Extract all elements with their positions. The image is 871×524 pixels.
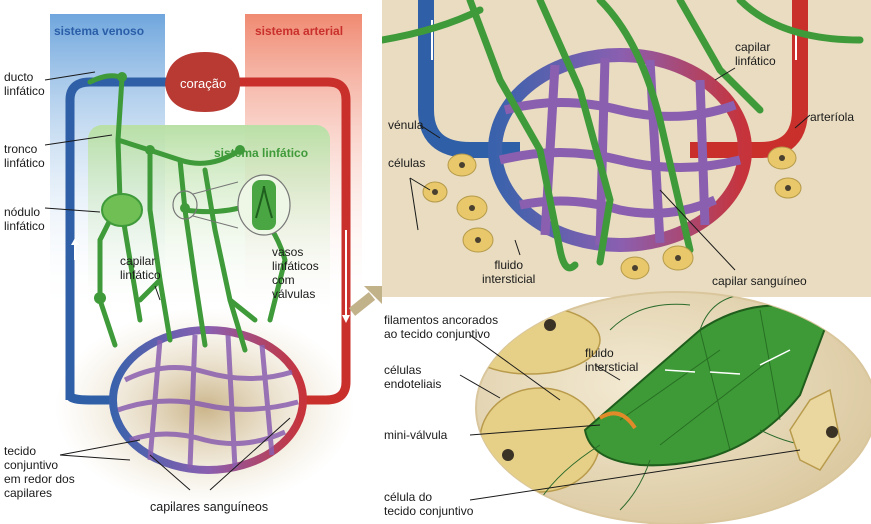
venous-system-header: sistema venoso: [54, 24, 145, 38]
left-panel: [44, 14, 362, 508]
left-leader-lines: [44, 71, 291, 491]
valve-flaps: [255, 185, 273, 219]
valve-zoom-marker: [172, 190, 198, 220]
lower-fluido-label: fluido intersticial: [585, 346, 639, 374]
vasos-label: vasos linfáticos com válvulas: [272, 245, 319, 301]
capilares-label: capilares sanguíneos: [150, 500, 269, 514]
capillary-bed-outline: [109, 326, 307, 474]
valve-vessel: [252, 180, 276, 230]
connective-tissue-cell: [789, 388, 841, 471]
cell-nuclei-upper: [432, 155, 791, 271]
filamentos-label: filamentos ancorados ao tecido conjuntiv…: [384, 313, 499, 341]
heart-shape: [165, 52, 240, 112]
capillary-mesh: [117, 334, 299, 469]
celula-tecido-label: célula do tecido conjuntivo: [384, 490, 474, 518]
lymphatic-vessels: [87, 73, 288, 353]
arterial-system-header: sistema arterial: [255, 24, 344, 38]
nucleus-b: [502, 449, 514, 461]
tronco-label: tronco linfático: [4, 142, 45, 170]
lymph-bulbs: [94, 72, 245, 304]
vein-bottom: [65, 393, 112, 405]
capilar-sanguineo-label: capilar sanguíneo: [712, 274, 807, 288]
upper-right-panel: [382, 0, 871, 297]
lymph-node-shape: [101, 193, 143, 227]
zoom-arrow: [348, 292, 376, 316]
connective-cell-nucleus: [826, 426, 838, 438]
nodulo-label: nódulo linfático: [4, 205, 45, 233]
lymph-capillary-zoom: [583, 304, 832, 467]
lymphatic-system-header: sistema linfático: [214, 146, 309, 160]
arteriola-label: arteríola: [810, 110, 855, 124]
venule-vessel: [418, 0, 520, 158]
lower-right-panel: [459, 291, 871, 524]
celulas-endoteliais-label: células endoteliais: [384, 363, 442, 391]
vein-flow-arrowhead: [71, 238, 79, 245]
lens-content: [476, 294, 841, 511]
lymph-flow-arrows: [664, 349, 791, 375]
venula-label: vénula: [388, 118, 424, 132]
tecido-label: tecido conjuntivo em redor dos capilares: [4, 444, 75, 500]
upper-leader-lines: [409, 67, 811, 271]
nucleus-a: [544, 319, 556, 331]
endothelial-cell-bottom: [479, 387, 601, 493]
lower-leader-lines: [459, 334, 801, 501]
capilar-linfatico-label: capilar linfático: [120, 254, 161, 282]
valve-zoom-lines: [192, 181, 239, 229]
lymph-cell-borders: [619, 309, 781, 451]
ducto-label: ducto linfático: [4, 70, 45, 98]
zoom-arrowhead: [364, 286, 382, 304]
upper-capilar-label: capilar linfático: [735, 40, 776, 68]
mini-valve-arrow: [598, 411, 637, 430]
arteriole-vessel: [690, 0, 808, 158]
heart-label: coração: [180, 76, 227, 91]
celulas-label: células: [388, 156, 426, 170]
upper-fluido-label: fluido intersticial: [482, 258, 536, 286]
artery-flow-arrowhead: [342, 315, 350, 323]
mini-valvula-label: mini-válvula: [384, 428, 448, 442]
lymph-capillaries-upper: [382, 0, 864, 272]
capillary-ring: [488, 48, 752, 252]
